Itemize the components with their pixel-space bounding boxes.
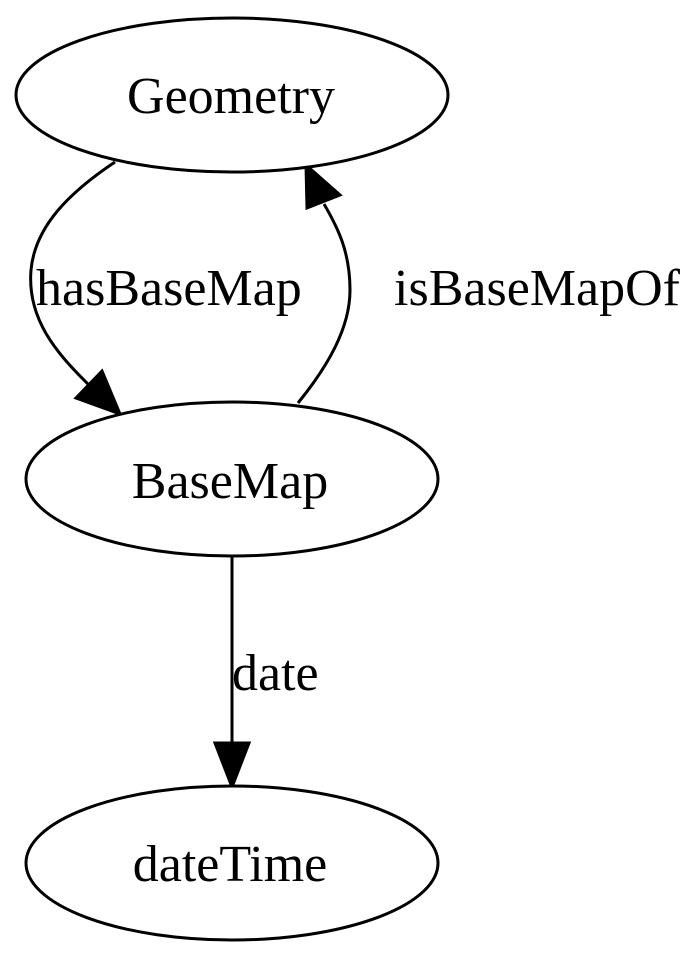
node-geometry-ellipse	[14, 16, 450, 174]
edge-hasbasemap	[29, 160, 123, 417]
edge-date-label: date	[232, 645, 319, 702]
node-basemap-label: BaseMap	[132, 453, 328, 510]
node-datetime: dateTime	[24, 784, 440, 942]
node-datetime-label: dateTime	[133, 836, 328, 893]
edge-isbasemapof-line	[296, 203, 352, 404]
edge-isbasemapof-arrowhead	[304, 161, 343, 211]
edge-isbasemapof	[296, 161, 352, 404]
node-basemap-ellipse	[24, 400, 440, 558]
node-basemap: BaseMap	[24, 400, 440, 558]
node-geometry: Geometry	[14, 16, 450, 174]
node-geometry-label: Geometry	[127, 68, 335, 125]
edge-hasbasemap-arrowhead	[73, 368, 123, 417]
edge-date	[212, 557, 252, 792]
edge-isbasemapof-label: isBaseMapOf	[394, 260, 681, 317]
edge-date-arrowhead	[212, 741, 252, 792]
edge-hasbasemap-line	[29, 160, 116, 388]
node-datetime-ellipse	[24, 784, 440, 942]
edge-hasbasemap-label: hasBaseMap	[36, 260, 302, 317]
